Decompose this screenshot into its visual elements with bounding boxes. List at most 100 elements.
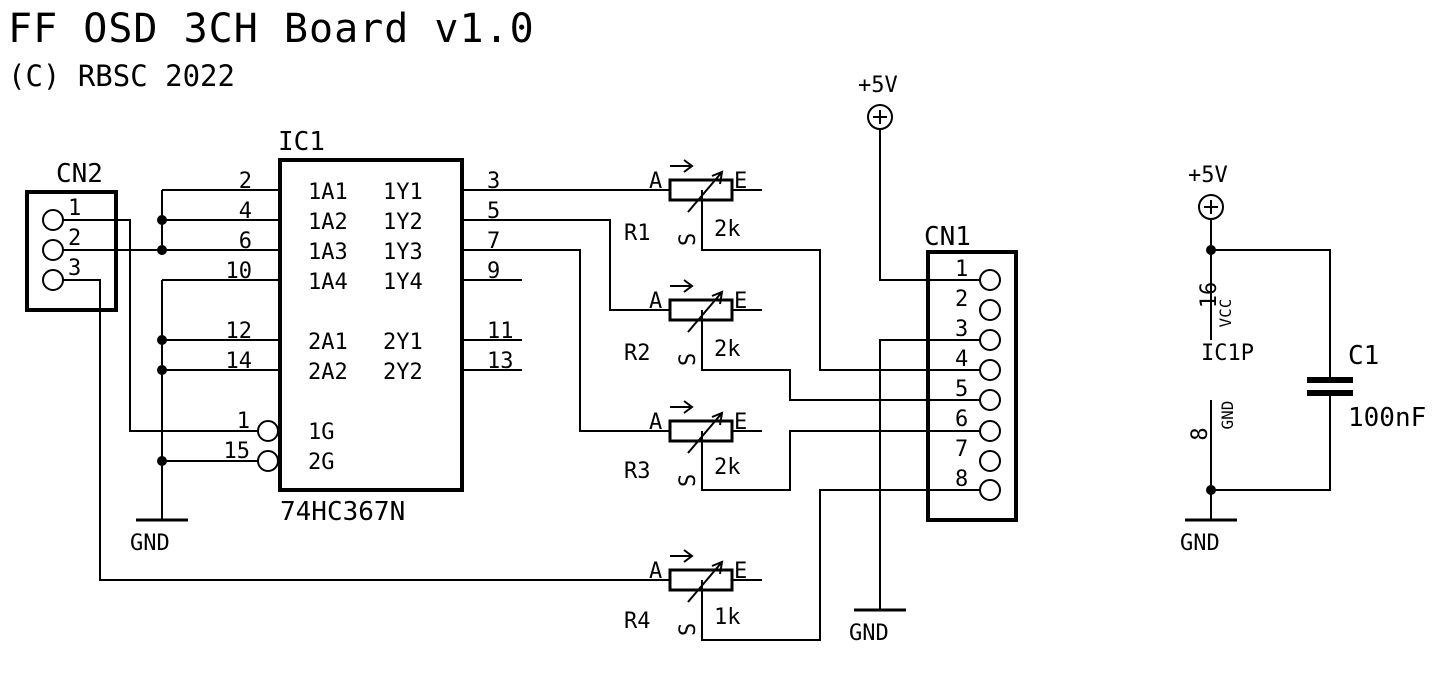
- r2-trim-arrow: [687, 290, 724, 333]
- ic1-pin-name: 1A4: [308, 270, 348, 295]
- plus-icon: [873, 110, 887, 124]
- r4-direction-arrow: [670, 549, 694, 563]
- resistor-r4: A E S R4 1k: [624, 549, 747, 636]
- c1-plate-top: [1307, 377, 1353, 383]
- r1-value-label: 2k: [714, 217, 741, 242]
- connector-cn1: CN1 1 2 3 4 5 6 7 8: [924, 222, 1018, 522]
- cn1-body: [926, 250, 1018, 522]
- ic1-body: [278, 158, 464, 492]
- schematic-title: FF OSD 3CH Board v1.0: [8, 6, 535, 52]
- junction-dot: [1206, 245, 1216, 255]
- cn2-pin1-circle: [42, 209, 64, 231]
- cn1-pin-number: 4: [955, 347, 968, 372]
- cn1-pin-circle: [979, 479, 1001, 501]
- gnd-symbol-cn1: GND: [849, 608, 906, 646]
- ic1p-vcc-pin-name: VCC: [1216, 299, 1235, 328]
- c1-plate-bottom: [1307, 390, 1353, 396]
- cn1-pin-number: 3: [955, 317, 968, 342]
- junction-dot: [157, 215, 167, 225]
- gnd-label: GND: [849, 621, 889, 646]
- vcc-symbol-cn1: +5V: [858, 73, 898, 130]
- r4-trim-arrow: [687, 560, 724, 603]
- r4-value-label: 1k: [714, 605, 741, 630]
- cn1-pin-circle: [979, 420, 1001, 442]
- gnd-symbol-ic1p: GND: [1180, 518, 1237, 556]
- ic1-pin-name: 1A2: [308, 210, 348, 235]
- r1-pin-e-label: E: [734, 169, 747, 194]
- r3-direction-arrow: [670, 400, 694, 414]
- vcc-label: +5V: [858, 73, 898, 98]
- resistor-r2: A E S R2 2k: [624, 279, 747, 366]
- ic1-pin-num: 9: [487, 259, 500, 284]
- ic1-pin-name: 1A1: [308, 180, 348, 205]
- cn1-pin-number: 8: [955, 467, 968, 492]
- ic1-pin-name: 1Y2: [383, 210, 423, 235]
- copyright-text: (C) RBSC 2022: [8, 59, 235, 93]
- cn2-pin3-circle: [42, 269, 64, 291]
- vcc-circle: [867, 104, 893, 130]
- ic1-pin-name: 2A2: [308, 360, 348, 385]
- wires: [63, 128, 1331, 641]
- ic1-pin-num: 6: [239, 229, 252, 254]
- r1-ref-label: R1: [624, 221, 651, 246]
- ic1-pin-name: 2Y2: [383, 360, 423, 385]
- cn1-pin-number: 2: [955, 287, 968, 312]
- ic1p-ref-label: IC1P: [1201, 341, 1254, 366]
- ic1p-gnd-pin-number: 8: [1188, 427, 1213, 440]
- ic1-pin-name: 2Y1: [383, 330, 423, 355]
- r2-body: [668, 298, 734, 322]
- cn1-ref-label: CN1: [924, 222, 971, 252]
- r1-pin-s-label: S: [676, 233, 701, 246]
- vcc-label: +5V: [1188, 163, 1228, 188]
- ic1-pin-name: 2G: [308, 450, 335, 475]
- ic1-pin-name: 1Y1: [383, 180, 423, 205]
- c1-value-label: 100nF: [1348, 403, 1426, 433]
- cn2-ref-label: CN2: [56, 159, 103, 189]
- r2-ref-label: R2: [624, 341, 651, 366]
- r1-direction-arrow: [670, 159, 694, 173]
- ic1-pin-name: 1A3: [308, 240, 348, 265]
- r3-pin-a-label: A: [649, 410, 662, 435]
- vcc-symbol-ic1p: +5V: [1188, 163, 1228, 220]
- ic1p-gnd-pin-name: GND: [1218, 401, 1237, 430]
- ic1-part-label: 74HC367N: [280, 497, 405, 527]
- ic1p-power-block: IC1P 16 VCC 8 GND: [1188, 282, 1254, 441]
- cn2-pin1-number: 1: [68, 196, 81, 221]
- junction-dots: [157, 215, 1216, 495]
- cn1-pin-circle: [979, 299, 1001, 321]
- cn1-pin-number: 7: [955, 437, 968, 462]
- ic1-74hc367: IC1 74HC367N 2 4 6 10 12 14 1 15 1A1 1A2…: [224, 127, 514, 527]
- resistor-r1: A E S R1 2k: [624, 159, 747, 246]
- r1-body: [668, 178, 734, 202]
- ic1-2g-bubble: [257, 450, 279, 472]
- r3-value-label: 2k: [714, 455, 741, 480]
- ic1-pin-num: 4: [239, 199, 252, 224]
- cn1-pin-number: 6: [955, 407, 968, 432]
- ic1-pin-num: 7: [487, 229, 500, 254]
- ic1-pin-name: 1Y4: [383, 270, 423, 295]
- ic1-1g-bubble: [257, 420, 279, 442]
- ic1p-vcc-pin-number: 16: [1197, 282, 1222, 309]
- vcc-circle: [1198, 194, 1224, 220]
- gnd-symbol-ic1: GND: [130, 518, 188, 556]
- ic1-pin-num: 5: [487, 199, 500, 224]
- ic1-pin-name: 1Y3: [383, 240, 423, 265]
- r4-pin-a-label: A: [649, 559, 662, 584]
- r2-pin-s-label: S: [676, 353, 701, 366]
- r1-trim-arrow: [687, 170, 724, 213]
- junction-dot: [157, 365, 167, 375]
- cn2-pin3-number: 3: [68, 256, 81, 281]
- r2-value-label: 2k: [714, 337, 741, 362]
- r2-direction-arrow: [670, 279, 694, 293]
- r4-body: [668, 568, 734, 592]
- cn1-pin-circle: [979, 450, 1001, 472]
- junction-dot: [157, 335, 167, 345]
- cn2-pin2-circle: [42, 239, 64, 261]
- plus-icon: [1204, 200, 1218, 214]
- cn1-pin-number: 1: [955, 257, 968, 282]
- r3-pin-s-label: S: [676, 474, 701, 487]
- gnd-label: GND: [1180, 531, 1220, 556]
- ic1-pin-num: 1: [237, 409, 250, 434]
- capacitor-c1: C1 100nF: [1307, 341, 1426, 433]
